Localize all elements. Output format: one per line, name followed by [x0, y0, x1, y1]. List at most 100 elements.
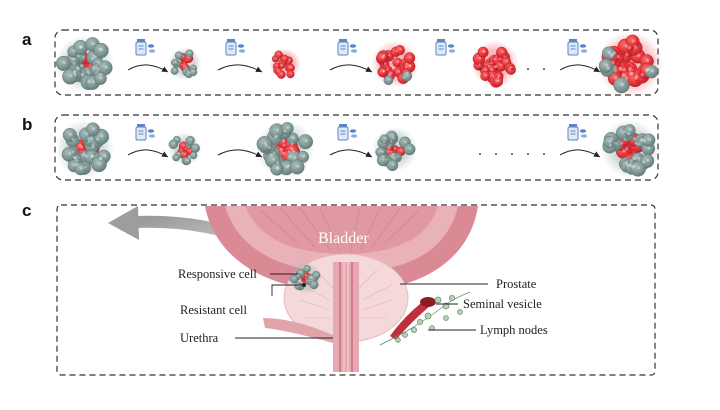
cell-nucleus: [392, 163, 395, 166]
cell-nucleus: [184, 59, 187, 61]
cell-nucleus: [611, 60, 615, 65]
cell-nucleus: [188, 72, 191, 75]
cell-nucleus: [646, 67, 650, 72]
panel-b-sequence: [55, 119, 660, 179]
cell-nucleus: [85, 132, 89, 136]
cell-nucleus: [79, 166, 83, 170]
cell-nucleus: [636, 53, 641, 57]
cell-nucleus: [98, 162, 102, 166]
cell-nucleus: [183, 144, 186, 147]
responsive-cell: [94, 72, 107, 85]
curved-arrow-icon: [217, 64, 263, 73]
panel-c-frame: [56, 204, 656, 376]
annotation-urethra: Urethra: [180, 331, 219, 345]
cell-nucleus: [306, 267, 309, 269]
responsive-cell: [281, 122, 294, 135]
cell-nucleus: [302, 154, 306, 158]
cell-nucleus: [193, 153, 196, 156]
cell-nucleus: [402, 76, 406, 79]
cell-nucleus: [382, 55, 386, 58]
cell-nucleus: [186, 70, 189, 72]
cell-nucleus: [388, 78, 391, 81]
cell-nucleus: [281, 64, 284, 66]
resistant-cell-pointer: [302, 283, 306, 287]
responsive-cell: [93, 42, 109, 59]
curved-arrow-icon: [329, 64, 373, 73]
cell-nucleus: [297, 274, 299, 277]
responsive-cell: [189, 151, 198, 160]
cell-nucleus: [185, 66, 188, 69]
cell-nucleus: [642, 160, 646, 164]
cell-nucleus: [382, 70, 385, 73]
cell-nucleus: [627, 45, 632, 50]
cell-nucleus: [86, 70, 90, 74]
panel-a-sequence: [55, 31, 663, 97]
cell-nucleus: [287, 164, 291, 168]
cell-nucleus: [619, 67, 623, 71]
cell-nucleus: [82, 153, 86, 157]
pill-bottle-icon: [567, 124, 588, 141]
responsive-cell: [644, 64, 659, 79]
cell-nucleus: [382, 158, 385, 161]
tumor-cluster-icon: [289, 261, 323, 295]
cell-nucleus: [495, 79, 498, 83]
cell-nucleus: [183, 64, 185, 66]
cell-nucleus: [276, 64, 279, 67]
cell-nucleus: [268, 146, 272, 150]
cell-nucleus: [178, 153, 181, 156]
cell-nucleus: [75, 162, 79, 166]
cell-nucleus: [185, 159, 188, 162]
responsive-cell: [294, 282, 303, 290]
urethra-tube: [333, 262, 359, 372]
cell-nucleus: [308, 276, 310, 278]
cell-nucleus: [311, 275, 314, 278]
cell-nucleus: [387, 54, 391, 57]
cell-nucleus: [613, 68, 617, 73]
cell-nucleus: [99, 157, 103, 161]
cell-nucleus: [622, 67, 627, 72]
resistant-cell: [625, 34, 640, 49]
responsive-cell: [185, 135, 195, 146]
cell-nucleus: [647, 137, 651, 141]
cell-nucleus: [287, 150, 291, 154]
cell-nucleus: [92, 66, 96, 70]
cell-nucleus: [91, 80, 95, 84]
resistant-cell: [477, 46, 489, 58]
cell-nucleus: [82, 55, 86, 59]
cell-nucleus: [193, 66, 196, 69]
cell-nucleus: [390, 140, 393, 143]
responsive-cell: [641, 133, 656, 147]
cell-nucleus: [608, 144, 612, 147]
cell-nucleus: [91, 42, 95, 46]
cell-nucleus: [188, 146, 191, 149]
cell-nucleus: [387, 146, 390, 149]
cell-nucleus: [614, 141, 618, 145]
cell-nucleus: [494, 65, 498, 68]
cell-nucleus: [273, 135, 277, 139]
cell-nucleus: [484, 68, 487, 71]
cell-nucleus: [96, 137, 99, 141]
cell-nucleus: [74, 158, 78, 162]
cell-nucleus: [293, 277, 296, 280]
responsive-cell: [190, 143, 200, 153]
cell-nucleus: [610, 136, 614, 140]
cell-nucleus: [493, 57, 497, 61]
cell-nucleus: [643, 139, 646, 143]
cell-nucleus: [296, 164, 300, 168]
responsive-cell: [168, 139, 179, 150]
cell-nucleus: [80, 64, 84, 68]
curved-arrow-icon: [127, 64, 169, 73]
cell-nucleus: [283, 129, 287, 133]
cell-nucleus: [621, 73, 626, 77]
bladder-anatomy: [205, 206, 478, 290]
cell-nucleus: [288, 58, 291, 61]
pill-bottle-icon: [225, 39, 246, 56]
responsive-cell: [379, 134, 390, 144]
cell-nucleus: [313, 283, 316, 285]
cell-nucleus: [69, 74, 73, 78]
cell-nucleus: [491, 74, 495, 78]
cell-nucleus: [310, 276, 312, 279]
cell-nucleus: [391, 153, 394, 156]
cell-nucleus: [509, 66, 512, 69]
cell-nucleus: [490, 68, 493, 71]
